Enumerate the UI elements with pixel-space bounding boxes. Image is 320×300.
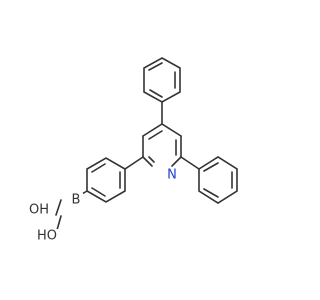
bond-pyridine-left-phenylene — [124, 156, 144, 170]
bond-pyridine-right-phenyl — [180, 156, 200, 170]
right-phenyl-ring — [198, 156, 238, 204]
bond-boron-oh-bottom — [56, 215, 62, 231]
chemical-structure-canvas: N B OH HO — [28, 57, 238, 244]
bond-boron-oh-top — [55, 199, 62, 216]
atom-label-nitrogen: N — [167, 168, 177, 183]
atom-label-hydroxyl-bottom: HO — [37, 229, 57, 244]
left-phenylene-ring — [86, 157, 126, 203]
pyridine-ring — [142, 123, 182, 167]
atom-label-hydroxyl-top: OH — [29, 203, 49, 218]
top-phenyl-ring — [143, 57, 181, 103]
molecule-drawing: N B OH HO — [28, 57, 238, 244]
atom-label-boron: B — [72, 193, 81, 208]
